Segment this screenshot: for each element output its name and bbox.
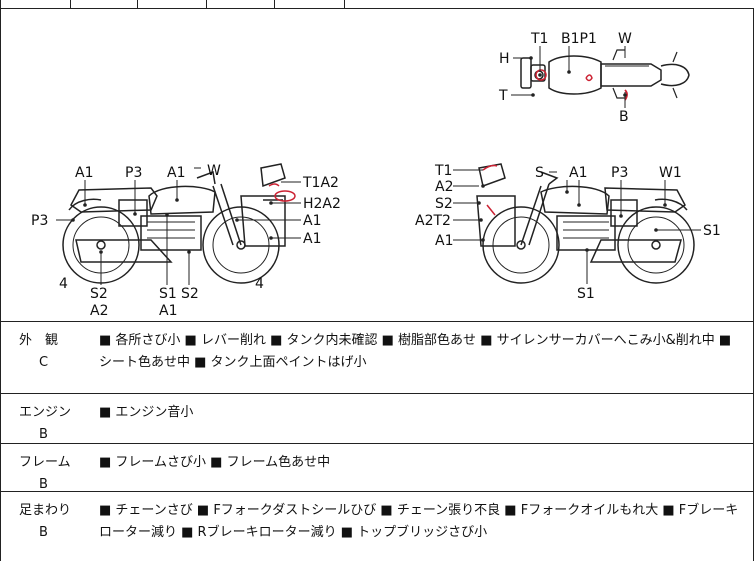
inspection-table: 外 観 C ■ 各所さび小 ■ レバー削れ ■ タンク内未確認 ■ 樹脂部色あせ… xyxy=(0,322,754,561)
diagram-label: A1 xyxy=(167,165,185,181)
damage-mark xyxy=(274,190,296,202)
top-view-motorcycle xyxy=(520,49,690,99)
inspection-row-frame: フレーム B ■ フレームさび小 ■ フレーム色あせ中 xyxy=(0,444,754,492)
category-cell: 外 観 C xyxy=(19,330,81,374)
diagram-label: W xyxy=(207,163,221,179)
category-notes: ■ エンジン音小 xyxy=(99,405,194,420)
diagram-label: A1 xyxy=(75,165,93,181)
category-name: フレーム xyxy=(19,455,71,470)
category-cell: 足まわり B xyxy=(19,500,81,544)
category-grade: B xyxy=(39,525,48,540)
category-grade: B xyxy=(39,477,48,492)
category-notes: ■ フレームさび小 ■ フレーム色あせ中 xyxy=(99,455,331,470)
diagram-label: H xyxy=(499,51,510,67)
diagram-label: T1A2 xyxy=(302,175,339,191)
diagram-label: S1 xyxy=(159,286,177,302)
category-cell: フレーム B xyxy=(19,452,81,496)
diagram-label: S xyxy=(535,165,544,181)
damage-mark xyxy=(535,69,547,81)
damage-diagram-panel: T1 B1P1 W H T B xyxy=(0,8,754,322)
damage-mark xyxy=(624,89,628,101)
diagram-label: S2 xyxy=(90,286,108,302)
diagram-label: P3 xyxy=(611,165,628,181)
category-name: エンジン xyxy=(19,405,72,420)
diagram-label: S2 xyxy=(435,196,453,212)
diagram-label: S1 xyxy=(577,286,595,302)
diagram-label: H2A2 xyxy=(303,196,341,212)
inspection-row-suspension: 足まわり B ■ チェーンさび ■ Fフォークダストシールひび ■ チェーン張り… xyxy=(0,492,754,561)
diagram-label: A1 xyxy=(569,165,587,181)
category-grade: C xyxy=(39,355,49,370)
diagram-label: S1 xyxy=(703,223,721,239)
diagram-label: W xyxy=(618,31,632,47)
category-notes: ■ 各所さび小 ■ レバー削れ ■ タンク内未確認 ■ 樹脂部色あせ ■ サイレ… xyxy=(99,333,732,370)
category-notes: ■ チェーンさび ■ Fフォークダストシールひび ■ チェーン張り不良 ■ Fフ… xyxy=(99,503,739,540)
diagram-label: A2T2 xyxy=(415,213,451,229)
damage-mark xyxy=(482,164,498,171)
diagram-label: B xyxy=(619,109,629,125)
diagram-label: A1 xyxy=(303,231,321,247)
previous-table-row xyxy=(0,0,754,9)
motorcycle-damage-diagram: T1 B1P1 W H T B xyxy=(31,31,721,319)
diagram-label: B1P1 xyxy=(561,31,597,47)
diagram-label: A2 xyxy=(435,179,453,195)
diagram-label: P3 xyxy=(125,165,142,181)
inspection-row-engine: エンジン B ■ エンジン音小 xyxy=(0,394,754,444)
category-name: 足まわり xyxy=(19,503,72,518)
diagram-label: 4 xyxy=(255,276,264,292)
damage-mark xyxy=(486,204,496,216)
category-cell: エンジン B xyxy=(19,402,81,446)
left-side-motorcycle xyxy=(62,163,286,284)
diagram-label: W1 xyxy=(659,165,682,181)
inspection-row-exterior: 外 観 C ■ 各所さび小 ■ レバー削れ ■ タンク内未確認 ■ 樹脂部色あせ… xyxy=(0,322,754,394)
damage-mark xyxy=(585,74,593,82)
diagram-label: A1 xyxy=(435,233,453,249)
diagram-label: T xyxy=(498,88,508,104)
category-name: 外 観 xyxy=(19,333,59,348)
diagram-label: T1 xyxy=(434,163,452,179)
right-side-motorcycle xyxy=(476,163,695,284)
diagram-label: A1 xyxy=(159,303,177,319)
diagram-label: S2 xyxy=(181,286,199,302)
damage-mark xyxy=(268,183,280,187)
diagram-label: P3 xyxy=(31,213,48,229)
category-grade: B xyxy=(39,427,48,442)
diagram-label: 4 xyxy=(59,276,68,292)
diagram-label: A1 xyxy=(303,213,321,229)
diagram-label: A2 xyxy=(90,303,108,319)
diagram-label: T1 xyxy=(530,31,548,47)
